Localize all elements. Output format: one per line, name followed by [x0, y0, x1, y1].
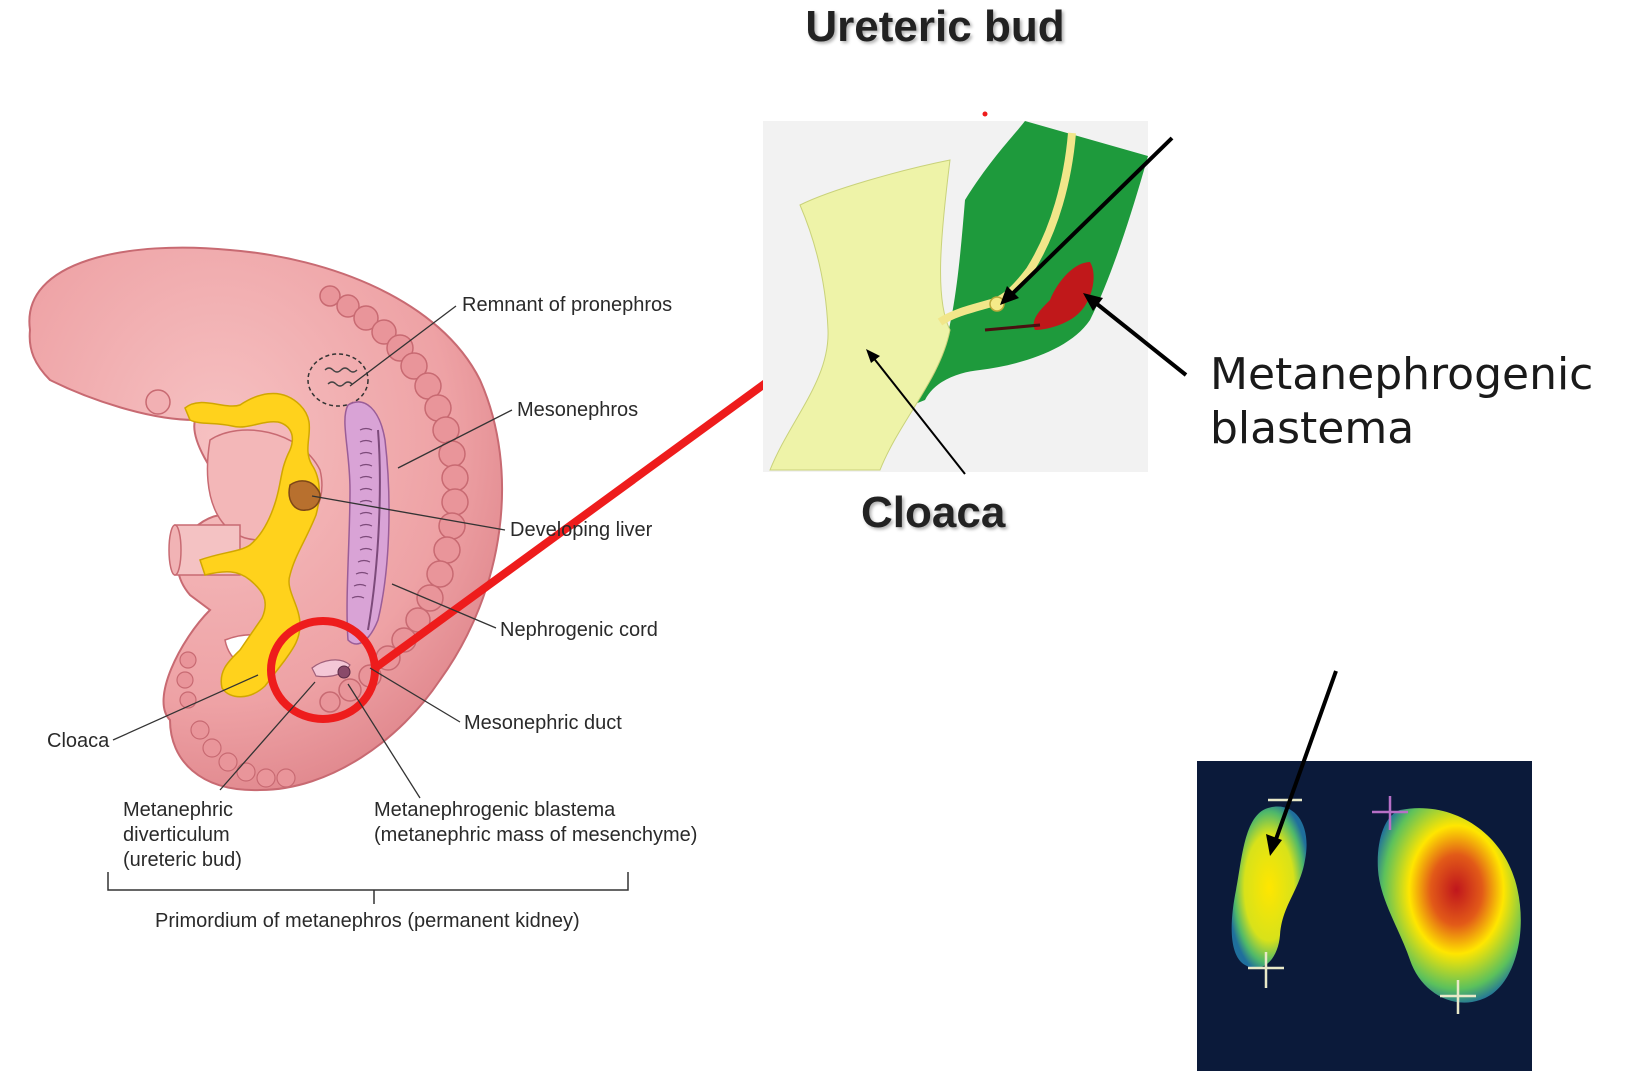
- kidney-scan: [0, 0, 1637, 1071]
